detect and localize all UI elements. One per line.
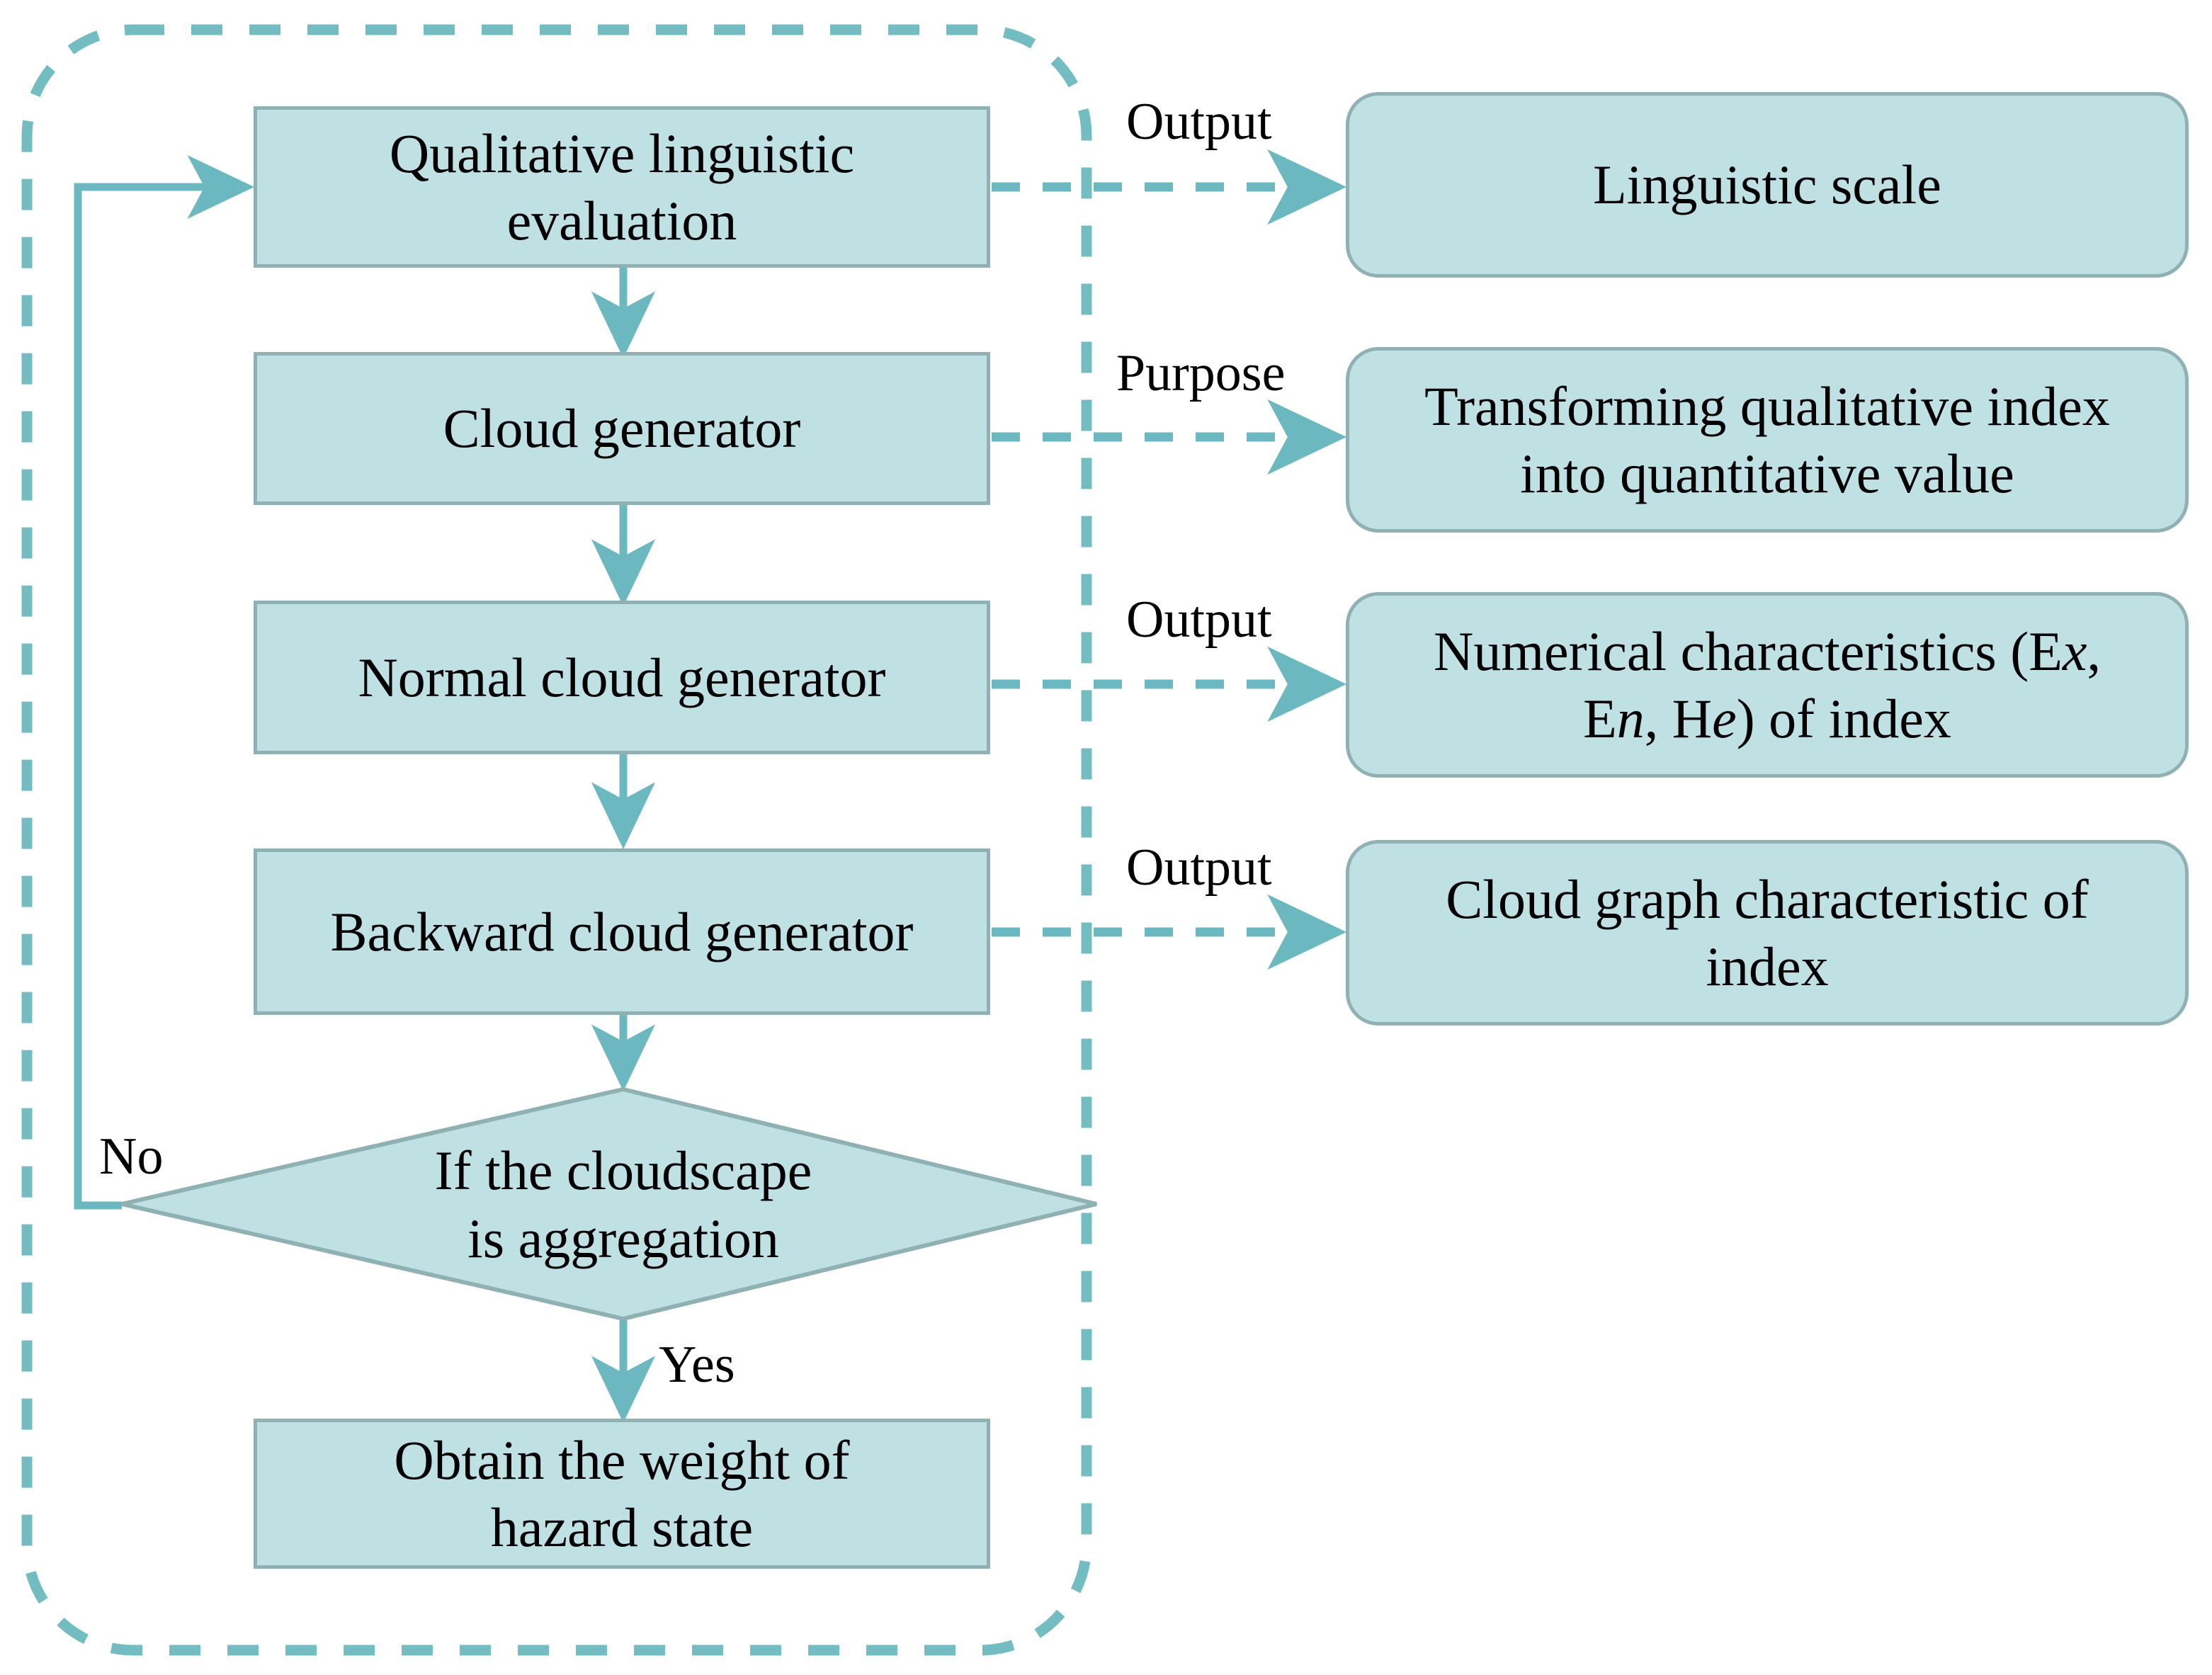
process-box-normal-cloud-generator[interactable]: Normal cloud generator xyxy=(254,601,990,754)
decision-diamond[interactable] xyxy=(121,1086,1097,1322)
output-box-line2: into quantitative value xyxy=(1520,443,2014,504)
branch-yes-text: Yes xyxy=(659,1336,735,1394)
relation-text: Output xyxy=(1126,839,1272,897)
output-box-line1: Cloud graph characteristic of xyxy=(1446,868,2089,930)
process-label: Normal cloud generator xyxy=(358,646,886,708)
process-box-qualitative-linguistic-evaluation[interactable]: Qualitative linguistic evaluation xyxy=(254,106,990,268)
relation-label-output-3: Output xyxy=(1126,594,1272,646)
relation-label-purpose-2: Purpose xyxy=(1116,347,1285,399)
output-box-line2: index xyxy=(1706,936,1829,997)
process-box-backward-cloud-generator[interactable]: Backward cloud generator xyxy=(254,848,990,1015)
terminal-label-line2: hazard state xyxy=(490,1497,754,1558)
process-label: Cloud generator xyxy=(443,397,801,460)
output-box-line1: Numerical characteristics (Ex, xyxy=(1434,620,2101,682)
branch-no-text: No xyxy=(99,1128,164,1186)
relation-label-output-1: Output xyxy=(1126,96,1272,148)
output-box-line1: Transforming qualitative index xyxy=(1424,375,2110,437)
output-box-cloud-graph-characteristic-of-index[interactable]: Cloud graph characteristic of index xyxy=(1346,840,2189,1026)
process-label: Backward cloud generator xyxy=(330,900,914,963)
feedback-no-path xyxy=(74,154,255,1210)
relation-text: Output xyxy=(1126,93,1272,151)
output-box-linguistic-scale[interactable]: Linguistic scale xyxy=(1346,92,2189,278)
terminal-label-line1: Obtain the weight of xyxy=(394,1429,850,1491)
relation-label-output-4: Output xyxy=(1126,841,1272,894)
output-box-numerical-characteristics-of-index[interactable]: Numerical characteristics (Ex, En, He) o… xyxy=(1346,592,2189,778)
output-box-line2: En, He) of index xyxy=(1583,688,1951,749)
relation-text: Purpose xyxy=(1116,344,1286,402)
branch-label-no: No xyxy=(99,1130,163,1183)
process-label: Qualitative linguistic evaluation xyxy=(389,122,855,251)
relation-text: Output xyxy=(1126,591,1272,649)
output-box-line1: Linguistic scale xyxy=(1593,154,1941,216)
dashed-loop-boundary xyxy=(21,24,1092,1656)
process-box-cloud-generator[interactable]: Cloud generator xyxy=(254,352,990,505)
process-box-obtain-the-weight-of-hazard-state[interactable]: Obtain the weight of hazard state xyxy=(254,1419,990,1569)
branch-label-yes: Yes xyxy=(659,1339,735,1391)
output-box-transforming-qualitative-index-into-quantitative-value[interactable]: Transforming qualitative index into quan… xyxy=(1346,347,2189,533)
